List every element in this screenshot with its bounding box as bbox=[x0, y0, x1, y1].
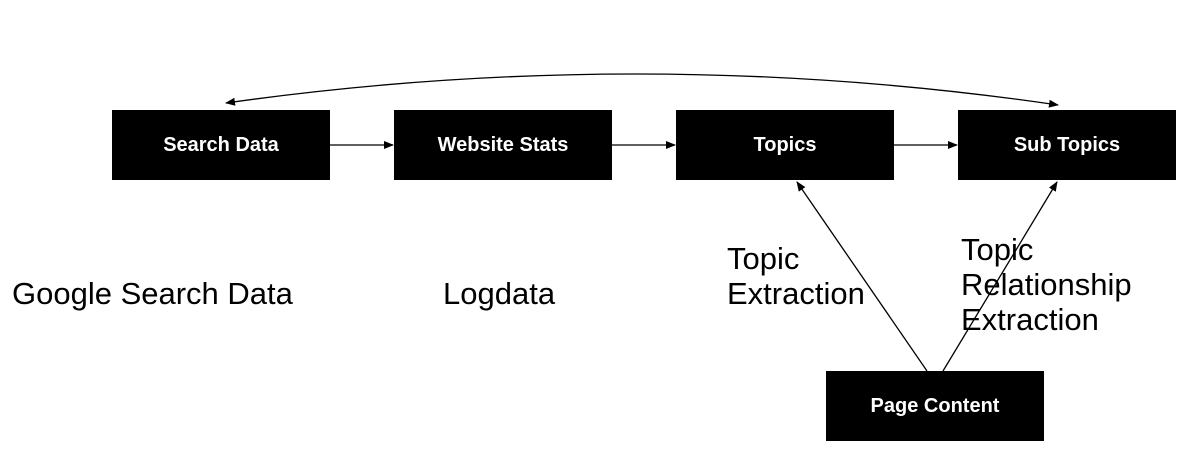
node-topics: Topics bbox=[676, 110, 894, 180]
label-topic-relationship-line-2: Relationship bbox=[961, 267, 1132, 302]
label-topic-relationship-extraction: Topic Relationship Extraction bbox=[961, 232, 1132, 337]
label-topic-relationship-line-3: Extraction bbox=[961, 302, 1099, 337]
edge-pagecontent-to-subtopics bbox=[942, 181, 1058, 372]
node-website-stats: Website Stats bbox=[394, 110, 612, 180]
label-topic-extraction-line-2: Extraction bbox=[727, 276, 865, 311]
node-page-content: Page Content bbox=[826, 371, 1044, 441]
label-topic-extraction: Topic Extraction bbox=[727, 241, 865, 311]
label-topic-relationship-line-1: Topic bbox=[961, 232, 1034, 267]
node-sub-topics: Sub Topics bbox=[958, 110, 1176, 180]
edge-pagecontent-to-topics bbox=[796, 181, 928, 372]
label-logdata: Logdata bbox=[443, 276, 556, 311]
label-google-search-data: Google Search Data bbox=[12, 276, 293, 311]
edge-search-subtopics-arc bbox=[225, 73, 1059, 108]
label-topic-extraction-line-1: Topic bbox=[727, 241, 800, 276]
node-search-data: Search Data bbox=[112, 110, 330, 180]
